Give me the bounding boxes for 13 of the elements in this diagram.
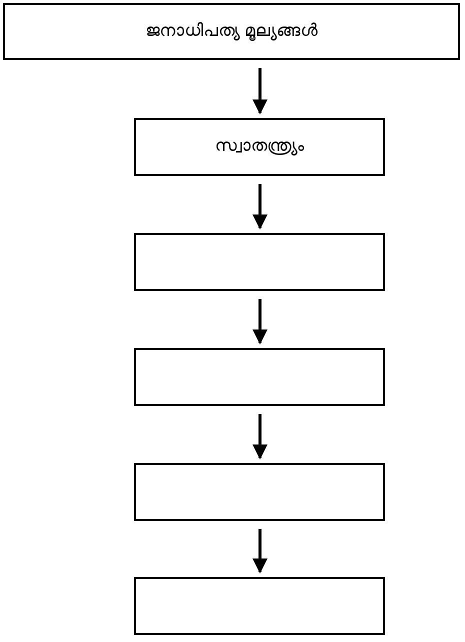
process-box <box>134 118 385 176</box>
arrow <box>252 68 268 114</box>
arrow <box>252 414 268 460</box>
empty-box <box>134 233 385 291</box>
empty-box <box>134 577 385 635</box>
empty-box <box>134 348 385 406</box>
process-box <box>3 3 460 60</box>
arrow <box>252 299 268 344</box>
box-label: സ്വാതന്ത്ര്യം <box>215 135 304 158</box>
empty-box <box>134 463 385 521</box>
arrow <box>252 184 268 230</box>
box-label: ജനാധിപത്യ മൂല്യങ്ങൾ <box>145 20 318 43</box>
arrow <box>252 529 268 574</box>
